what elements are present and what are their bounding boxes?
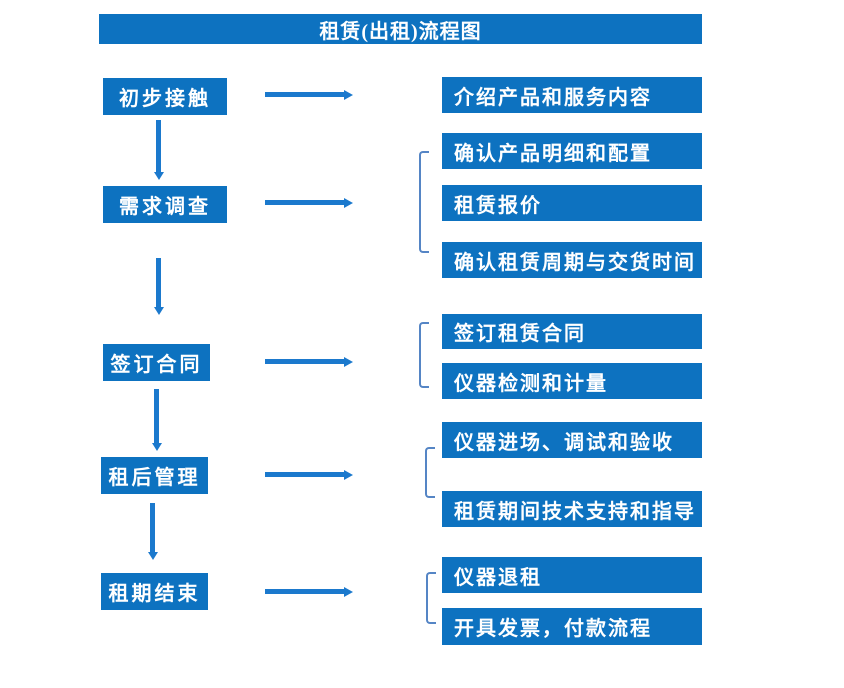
- flowchart-title: 租赁(出租)流程图: [319, 20, 482, 43]
- detail-box-instrument-testing: 仪器检测和计量: [442, 363, 702, 399]
- group-bracket: [419, 151, 429, 253]
- step-box-demand-survey: 需求调查: [103, 186, 227, 223]
- arrow-down-icon: [154, 389, 159, 443]
- arrow-down-icon: [150, 503, 155, 552]
- detail-box-confirm-rental-period: 确认租赁周期与交货时间: [442, 242, 702, 278]
- group-bracket: [425, 447, 435, 498]
- arrow-right-icon: [265, 589, 344, 594]
- step-box-post-rental-management: 租后管理: [101, 457, 208, 494]
- detail-box-instrument-return: 仪器退租: [442, 557, 702, 593]
- arrow-right-icon: [265, 200, 344, 205]
- detail-box-confirm-product-details: 确认产品明细和配置: [442, 133, 702, 169]
- arrow-right-icon: [265, 472, 344, 477]
- detail-box-instrument-setup-acceptance: 仪器进场、调试和验收: [442, 422, 702, 458]
- step-box-rental-end: 租期结束: [101, 573, 208, 610]
- arrow-right-icon: [265, 359, 344, 364]
- detail-box-introduce-products: 介绍产品和服务内容: [442, 77, 702, 113]
- step-box-initial-contact: 初步接触: [103, 78, 227, 115]
- group-bracket: [426, 572, 436, 624]
- arrow-down-icon: [156, 120, 161, 172]
- arrow-right-icon: [265, 92, 344, 97]
- detail-box-rental-tech-support: 租赁期间技术支持和指导: [442, 491, 702, 527]
- flowchart-title-banner: 租赁(出租)流程图: [99, 14, 702, 44]
- detail-box-sign-rental-contract: 签订租赁合同: [442, 314, 702, 349]
- detail-box-rental-quotation: 租赁报价: [442, 185, 702, 221]
- detail-box-invoice-payment: 开具发票，付款流程: [442, 608, 702, 645]
- arrow-down-icon: [156, 258, 161, 307]
- step-box-sign-contract: 签订合同: [103, 344, 210, 381]
- group-bracket: [419, 322, 429, 388]
